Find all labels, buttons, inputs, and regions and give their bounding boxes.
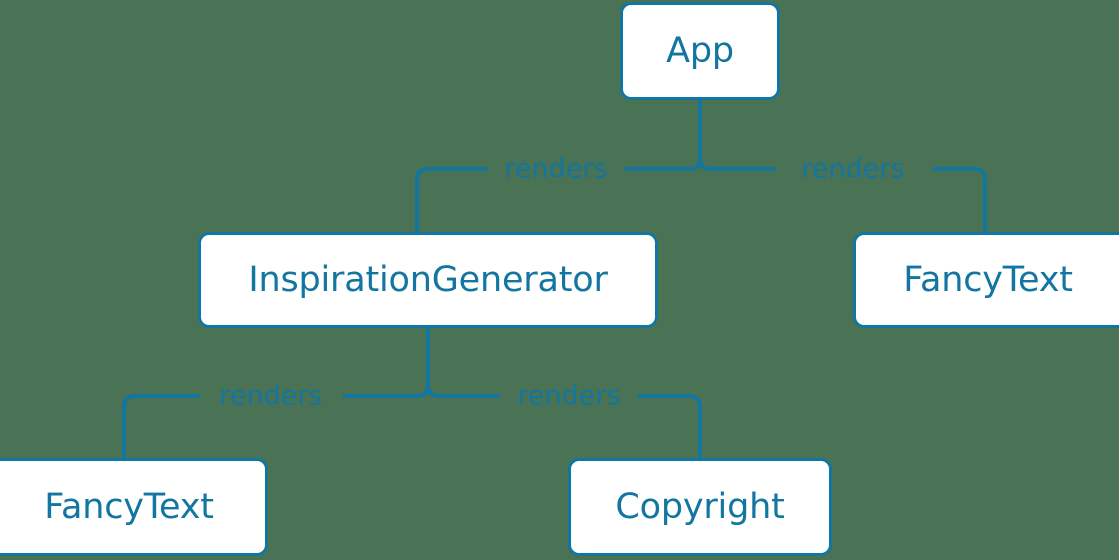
edge-label-app-to-fancytext: renders [801,153,905,185]
edge-app-to-fancytext [698,157,987,232]
node-inspiration-generator-label: InspirationGenerator [248,259,608,300]
edge-label-app-to-inspiration-generator: renders [504,153,608,185]
node-copyright[interactable]: Copyright [568,458,832,556]
edge-label-inspiration-generator-to-copyright: renders [517,380,621,412]
edge-label-inspiration-generator-to-fancytext: renders [219,380,323,412]
node-copyright-label: Copyright [615,486,785,527]
edge-inspgen-to-copyright [426,384,702,458]
node-fancytext-bottom[interactable]: FancyText [0,458,268,556]
node-app[interactable]: App [620,2,780,100]
node-inspiration-generator[interactable]: InspirationGenerator [198,232,658,328]
node-fancytext-right-label: FancyText [903,259,1073,300]
node-fancytext-bottom-label: FancyText [44,486,214,527]
node-fancytext-right[interactable]: FancyText [853,232,1119,328]
node-app-label: App [666,30,734,71]
